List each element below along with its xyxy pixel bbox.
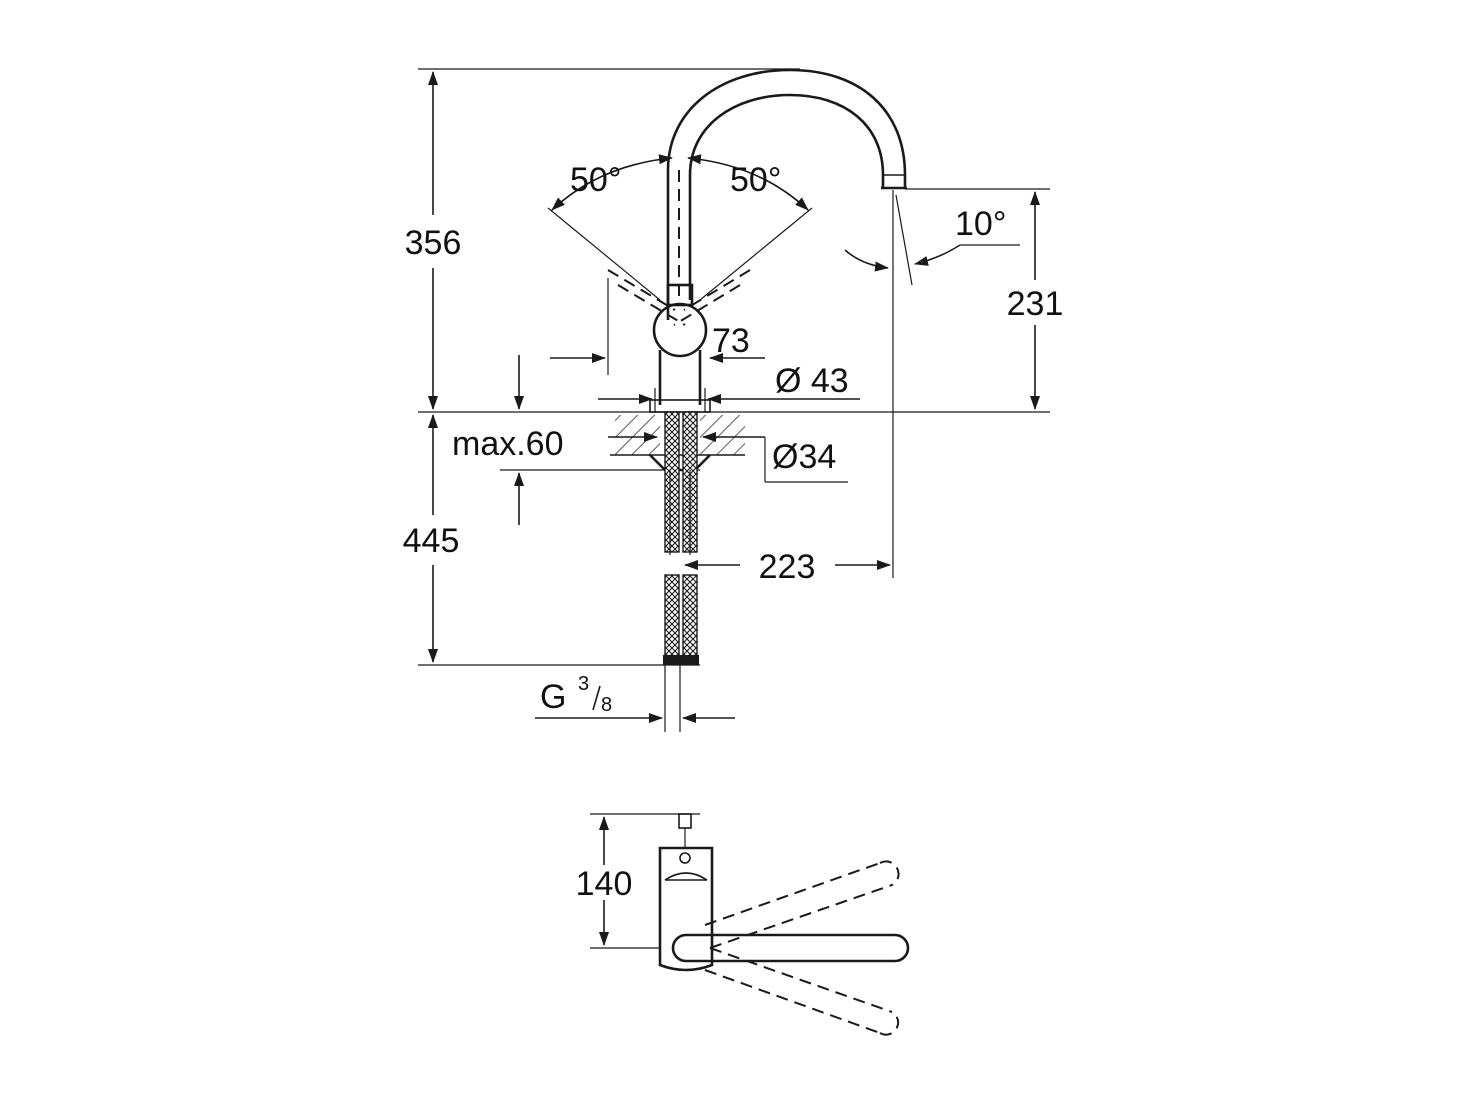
top-view: 140 [576,813,910,1036]
hose-length-label: 445 [403,522,460,560]
spout-angle-label: 10° [955,205,1006,243]
base-diameter-label: Ø 43 [775,362,849,400]
dim-top-depth: 140 [576,816,633,946]
thread-label: G [540,678,566,716]
dim-spout-angle: 10° [844,194,1020,286]
front-elevation: 356 445 231 max.60 [403,68,1064,732]
total-height-label: 356 [405,224,462,262]
handle-angle-left-label: 50° [570,161,621,199]
dim-base-diameter: Ø 43 [598,362,860,412]
handle-angle-right-label: 50° [730,161,781,199]
handle-swing-plan [704,860,900,1036]
handle-swing [547,207,813,326]
hole-diameter-label: Ø34 [772,438,836,476]
thread-denominator: 8 [601,694,612,716]
spout [666,68,907,320]
dim-73-label: 73 [712,322,750,360]
max-thickness-label: max.60 [452,425,564,463]
dim-hose-length: 445 [403,414,460,663]
dim-thread: G 3 8 [535,665,735,732]
dim-max-thickness: max.60 [452,355,700,525]
faucet-body [649,283,711,413]
dim-spout-reach: 223 [684,190,894,586]
dim-handle-angle: 50° 50° [551,154,809,211]
dim-73: 73 [550,278,765,375]
spout-height-label: 231 [1007,285,1064,323]
spout-reach-label: 223 [759,548,816,586]
dim-total-height: 356 [405,71,462,410]
dim-hole-diameter: Ø34 [608,432,848,483]
thread-numerator: 3 [578,673,589,695]
dim-spout-height: 231 [1007,191,1064,410]
supply-hoses [663,411,699,665]
top-depth-label: 140 [576,865,633,903]
